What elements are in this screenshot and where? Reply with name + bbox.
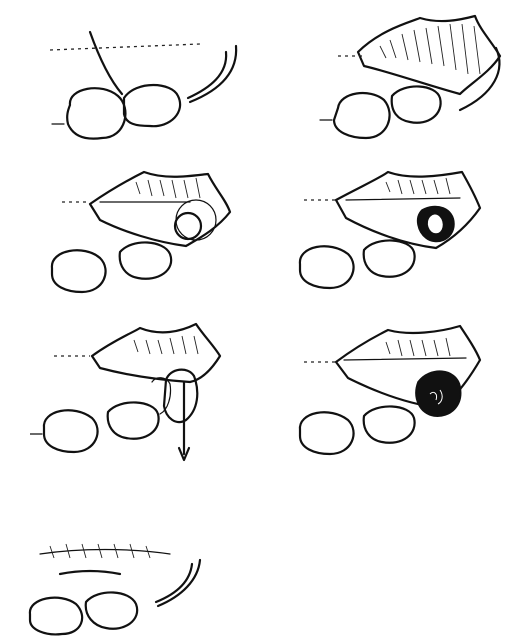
tooth-2 [124,85,180,126]
tooth-1 [52,250,106,292]
tooth-2 [120,242,171,278]
panel-7 [20,530,220,640]
flap-margin-inner [156,564,192,602]
tooth-2 [392,86,441,122]
tooth-1 [44,410,98,452]
closure-line [60,571,120,574]
panel-6 [290,310,500,470]
root-fragment [164,370,197,422]
tooth-1 [300,246,354,288]
osteotomy-line [344,358,466,360]
tooth-socket [418,206,454,241]
tooth-2 [108,402,159,438]
flap-hatching [136,178,200,198]
flap-margin-inner [188,52,226,98]
flap-hatching [386,178,450,194]
suture-line [40,550,170,555]
impacted-tooth-crown [175,213,201,239]
panel-4 [290,160,500,300]
panel-3 [40,160,250,300]
panel-2 [310,10,510,150]
panel-1 [40,20,250,150]
flap-hatching [386,338,450,356]
impacted-tooth-outline [176,200,216,240]
incision-line [90,32,122,94]
flap-outline [358,16,500,94]
mucosa-line [50,44,200,50]
tooth-2 [364,406,415,442]
empty-socket [416,371,461,416]
tooth-1 [300,412,354,454]
flap-outline [336,172,480,248]
tooth-1 [67,88,125,138]
tooth-2 [86,592,137,628]
panel-5 [30,310,250,470]
flap-hatching [380,24,480,74]
tooth-1 [334,93,390,138]
osteotomy-line [346,198,460,200]
tooth-1 [30,598,82,635]
flap-hatching [134,336,198,354]
tooth-2 [364,240,415,276]
flap-outline [92,324,220,382]
